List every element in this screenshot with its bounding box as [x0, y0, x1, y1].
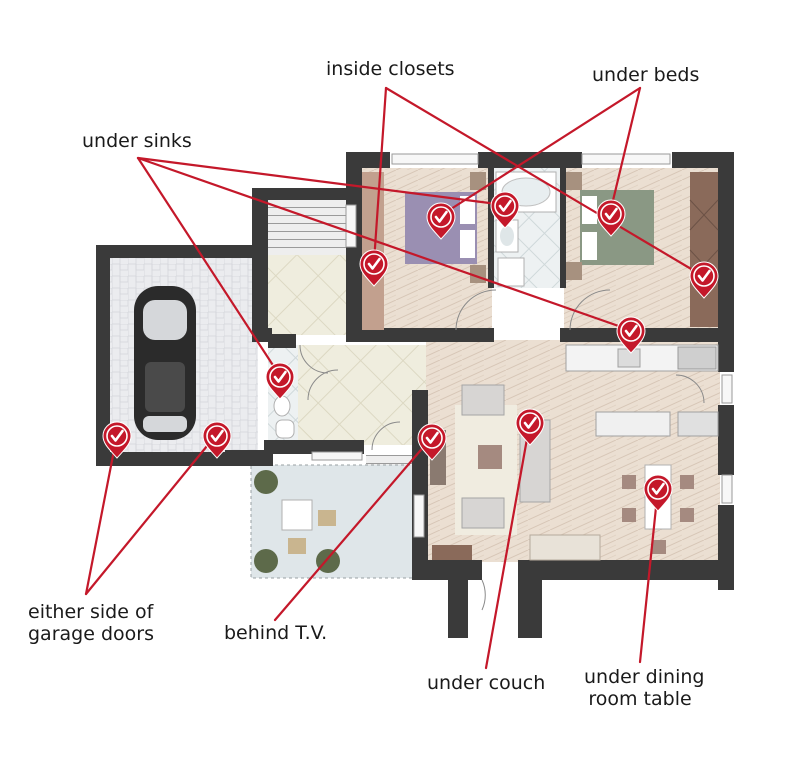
- label-inside-closets: inside closets: [326, 58, 455, 80]
- windows: [311, 153, 733, 538]
- closet-right-shape: [690, 172, 718, 327]
- armchair-top: [461, 384, 505, 416]
- car: [134, 286, 196, 440]
- label-dining-line1: under dining: [584, 666, 705, 688]
- label-under-sinks: under sinks: [82, 130, 192, 152]
- label-dining-line2: room table: [588, 688, 692, 710]
- label-under-couch: under couch: [427, 672, 546, 694]
- walls: [96, 152, 734, 638]
- label-garage-doors: either side of garage doors: [28, 601, 154, 645]
- armchair-bottom: [461, 497, 505, 529]
- label-garage-doors-line1: either side of: [28, 601, 154, 623]
- hall-tile-floor: [296, 345, 426, 445]
- entry-tile-floor: [266, 255, 346, 335]
- label-under-beds: under beds: [592, 64, 700, 86]
- furniture: [134, 171, 719, 611]
- stairwell-floor: [266, 190, 346, 260]
- label-under-dining-table: under dining room table: [584, 666, 705, 710]
- label-garage-doors-line2: garage doors: [28, 623, 154, 645]
- leader-lines: [84, 86, 705, 670]
- coffee-table: [478, 445, 502, 469]
- kitchen-island: [595, 411, 671, 437]
- label-behind-tv: behind T.V.: [224, 622, 328, 644]
